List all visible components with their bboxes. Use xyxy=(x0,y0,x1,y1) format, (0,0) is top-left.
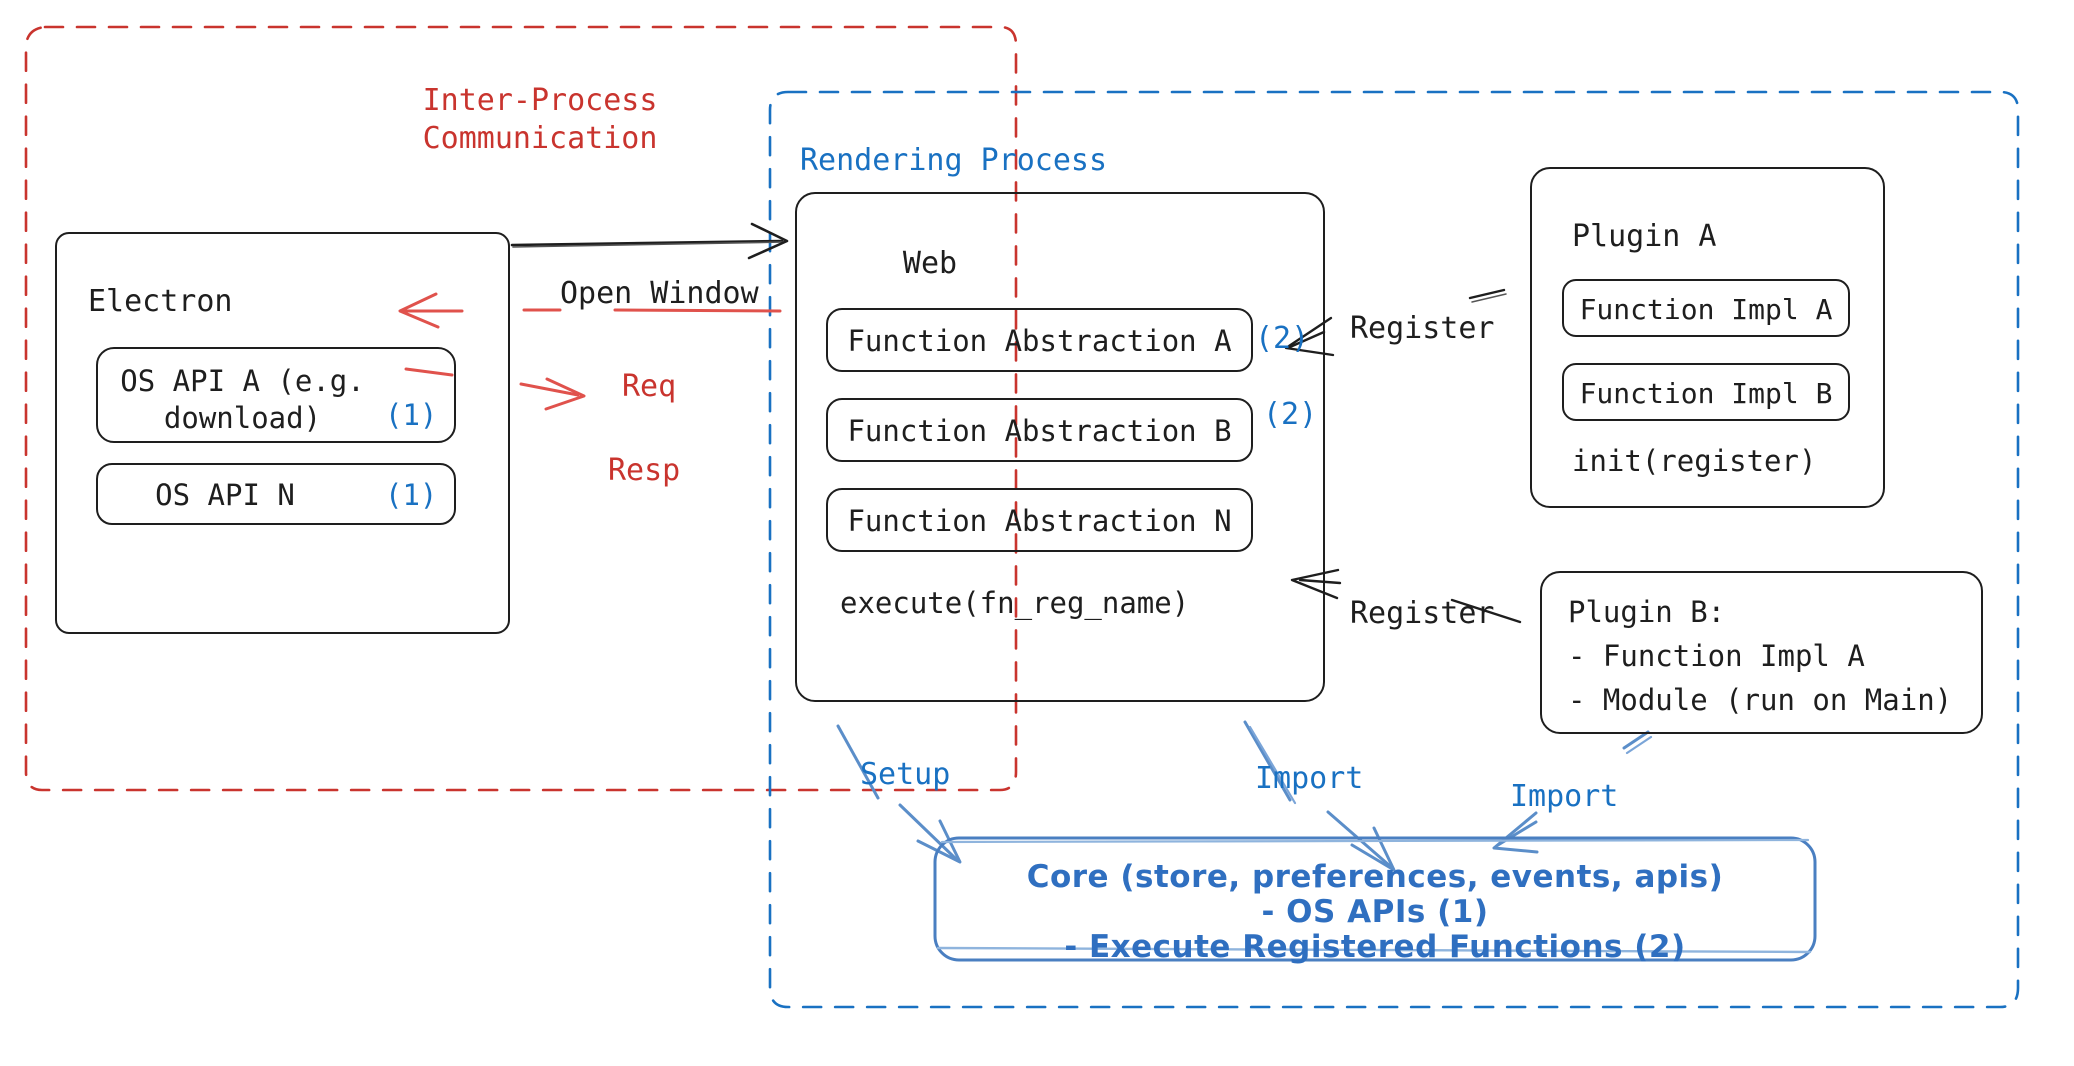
core-line-3: - Execute Registered Functions (2) xyxy=(1064,929,1686,965)
os-api-a-label: OS API A (e.g. download) xyxy=(120,364,365,436)
core-line-1: Core (store, preferences, events, apis) xyxy=(1026,859,1724,895)
function-abstraction-b-label: Function Abstraction B xyxy=(847,414,1232,448)
function-impl-b-box[interactable] xyxy=(1562,363,1850,421)
plugin-a-title: Plugin A xyxy=(1572,219,1717,254)
function-impl-a-box[interactable] xyxy=(1562,279,1850,337)
arrow-import-plugin-b-label: Import xyxy=(1510,779,1619,814)
plugin-b-box[interactable] xyxy=(1540,571,1983,734)
electron-box[interactable] xyxy=(55,232,510,634)
plugin-b-line-1: - Function Impl A xyxy=(1568,639,1865,673)
function-abstraction-n-box[interactable] xyxy=(826,488,1253,552)
function-abstraction-a-label: Function Abstraction A xyxy=(847,324,1232,358)
arrow-setup-label: Setup xyxy=(860,757,951,792)
function-abstraction-a-badge: (2) xyxy=(1255,321,1310,356)
arrow-open-window xyxy=(510,222,789,260)
arrow-register-plugin-b-label: Register xyxy=(1350,596,1495,631)
arrow-resp-label: Resp xyxy=(608,453,681,488)
os-api-a-badge: (1) xyxy=(385,398,438,432)
plugin-a-box[interactable] xyxy=(1530,167,1885,508)
os-api-a-box[interactable] xyxy=(96,347,456,443)
function-abstraction-a-box[interactable] xyxy=(826,308,1253,372)
arrow-import-web-label: Import xyxy=(1255,761,1364,796)
arrow-open-window-label: Open Window xyxy=(560,276,759,311)
ipc-region-label: Inter-Process Communication xyxy=(422,83,658,157)
core-line-2: - OS APIs (1) xyxy=(1261,894,1489,930)
electron-title: Electron xyxy=(88,284,233,319)
plugin-a-init-label: init(register) xyxy=(1572,444,1817,478)
function-abstraction-b-badge: (2) xyxy=(1263,397,1318,432)
web-execute-label: execute(fn_reg_name) xyxy=(840,586,1190,620)
web-title: Web xyxy=(902,246,958,281)
os-api-n-box[interactable] xyxy=(96,463,456,525)
os-api-n-badge: (1) xyxy=(385,478,438,512)
arrow-register-plugin-a-label: Register xyxy=(1350,311,1495,346)
function-impl-a-label: Function Impl A xyxy=(1579,293,1833,326)
function-abstraction-n-label: Function Abstraction N xyxy=(847,504,1232,538)
function-impl-b-label: Function Impl B xyxy=(1579,377,1833,410)
rendering-region-label: Rendering Process xyxy=(800,143,1108,178)
plugin-b-line-2: - Module (run on Main) xyxy=(1568,683,1953,717)
function-abstraction-b-box[interactable] xyxy=(826,398,1253,462)
plugin-b-title: Plugin B: xyxy=(1568,595,1726,629)
os-api-n-label: OS API N xyxy=(155,478,295,512)
web-box[interactable] xyxy=(795,192,1325,702)
arrow-req-label: Req xyxy=(622,369,677,404)
